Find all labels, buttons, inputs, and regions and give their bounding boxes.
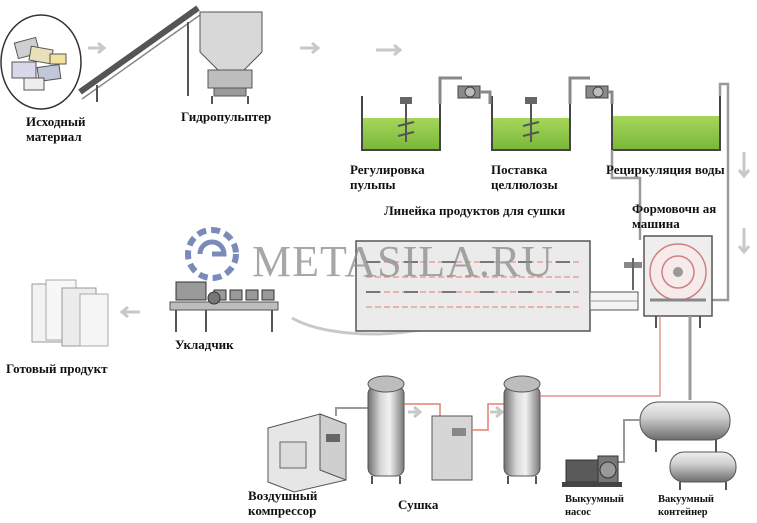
air-dryer-illustration (431, 415, 473, 481)
pump-icon (568, 76, 614, 104)
label-pulp-regulation: Регулировка пульпы (350, 162, 425, 192)
watermark-logo-icon (185, 227, 239, 281)
label-vacuum-pump: Выкуумный насос (565, 494, 624, 518)
hydropulper-illustration (78, 5, 263, 104)
watermark-text: METASILA.RU (252, 237, 555, 286)
label-finished-product: Готовый продукт (6, 361, 108, 376)
label-cellulose-supply: Поставка целлюлозы (491, 162, 558, 192)
label-drying-line: Линейка продуктов для сушки (384, 203, 566, 218)
label-vacuum-container: Вакуумный контейнер (658, 494, 714, 518)
vacuum-container-illustration (639, 401, 737, 490)
pulp-regulation-tank (361, 96, 441, 151)
air-receiver-tank (367, 375, 405, 484)
forming-machine-illustration (624, 235, 713, 328)
pump-icon (438, 76, 492, 104)
finished-product-illustration (31, 279, 109, 347)
vacuum-pump-illustration (562, 455, 622, 487)
stacker-illustration (169, 281, 279, 332)
pulp-feed-pipe (610, 150, 642, 240)
water-return-pipe (712, 82, 730, 302)
air-pipe (472, 403, 504, 431)
vacuum-pipe (616, 419, 640, 463)
label-stacker: Укладчик (175, 337, 234, 352)
label-source-material: Исходный материал (26, 114, 86, 144)
water-recirculation-tank (611, 96, 721, 151)
drying-line-illustration (355, 240, 639, 332)
label-dryer: Сушка (398, 497, 439, 512)
air-pipe (335, 407, 368, 416)
air-pipe (404, 403, 441, 416)
air-pipe (540, 316, 661, 397)
label-water-recirculation: Рециркуляция воды (606, 162, 725, 177)
label-hydropulper: Гидропульптер (181, 109, 272, 124)
source-material-illustration (0, 14, 82, 110)
cellulose-supply-tank (491, 96, 571, 151)
label-forming-machine: Формовочн ая машина (632, 201, 717, 231)
label-air-compressor: Воздушный компрессор (248, 488, 318, 518)
air-receiver-tank (503, 375, 541, 484)
air-compressor-illustration (267, 413, 347, 493)
